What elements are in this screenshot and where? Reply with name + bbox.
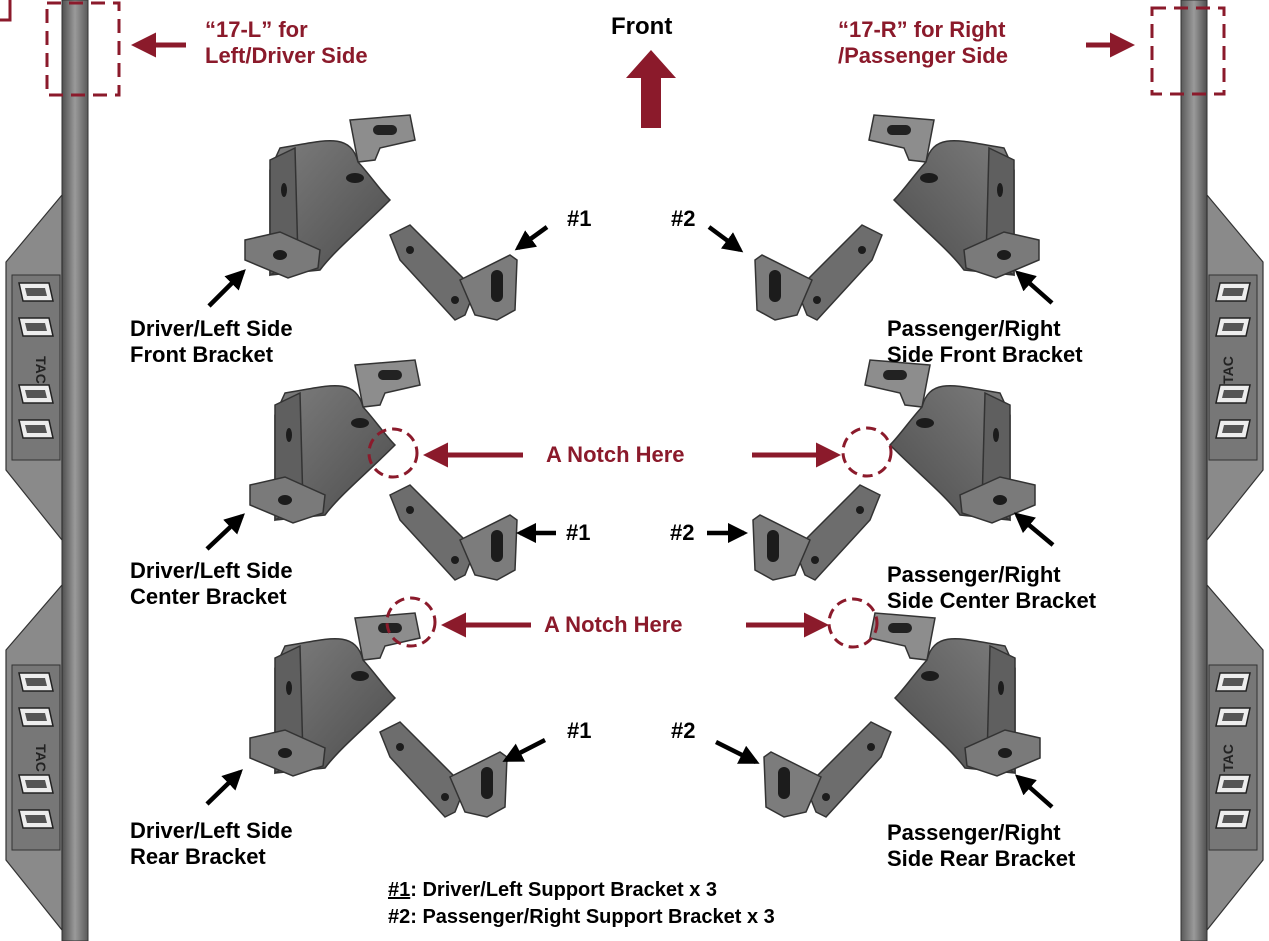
support-number-label: #1 xyxy=(567,206,592,231)
pointer-arrow xyxy=(1013,512,1055,547)
support-bracket-2-row1 xyxy=(754,224,883,321)
passenger-right-rear-label: Passenger/Right Side Rear Bracket xyxy=(887,820,1076,871)
passenger-right-center-bracket xyxy=(864,359,1036,524)
passenger-right-rear-bracket xyxy=(869,612,1041,777)
rail-logo: TAC xyxy=(1220,356,1236,384)
front-label: Front xyxy=(611,13,673,40)
rail-logo: TAC xyxy=(1220,744,1236,772)
support-bracket-2-row3 xyxy=(763,721,892,818)
support-number-label: #2 xyxy=(671,718,696,743)
notch-circle-left-rear xyxy=(385,596,437,648)
notch-label-center: A Notch Here xyxy=(546,442,685,467)
legend-line-1: #1: Driver/Left Support Bracket x 3 xyxy=(388,879,717,901)
support-number-label: #2 xyxy=(670,520,695,545)
svg-text:TAC: TAC xyxy=(33,744,49,772)
support-number-label: #1 xyxy=(566,520,591,545)
svg-text:TAC: TAC xyxy=(33,356,49,384)
pointer-arrow xyxy=(1014,774,1054,809)
driver-left-rear-label: Driver/Left Side Rear Bracket xyxy=(130,818,293,869)
parts-legend: #1: Driver/Left Support Bracket x 3 #2: … xyxy=(388,877,775,931)
pointer-arrow xyxy=(707,225,744,253)
svg-text:TAC: TAC xyxy=(1220,744,1236,772)
pointer-arrow xyxy=(205,769,243,806)
left-tag-box xyxy=(45,1,121,97)
notch-circle-left-center xyxy=(367,427,419,479)
right-running-board xyxy=(1180,0,1264,941)
rail-logo: TAC xyxy=(33,744,49,772)
notch-label-rear: A Notch Here xyxy=(544,612,683,637)
notch-circle-right-center xyxy=(841,426,893,478)
driver-left-front-bracket xyxy=(244,114,416,279)
pointer-arrow xyxy=(207,269,246,308)
left-tag-label: “17-L” for Left/Driver Side xyxy=(205,17,368,68)
driver-left-front-label: Driver/Left Side Front Bracket xyxy=(130,316,293,367)
passenger-right-front-bracket xyxy=(868,114,1040,279)
pointer-arrow xyxy=(514,225,549,251)
front-arrow xyxy=(626,50,676,128)
notch-circle-right-rear xyxy=(827,597,879,649)
support-bracket-1-row3 xyxy=(379,721,508,818)
passenger-right-front-label: Passenger/Right Side Front Bracket xyxy=(887,316,1083,367)
pointer-arrow xyxy=(205,513,245,551)
legend-line-2: #2: Passenger/Right Support Bracket x 3 xyxy=(388,906,775,928)
support-bracket-1-row2 xyxy=(389,484,518,581)
support-bracket-1-row1 xyxy=(389,224,518,321)
pointer-arrow xyxy=(502,737,547,763)
pointer-arrow xyxy=(714,739,760,765)
rail-logo: TAC xyxy=(33,356,49,384)
right-tag-label: “17-R” for Right /Passenger Side xyxy=(838,17,1008,68)
svg-text:TAC: TAC xyxy=(1220,356,1236,384)
passenger-right-center-label: Passenger/Right Side Center Bracket xyxy=(887,562,1097,613)
support-number-label: #1 xyxy=(567,718,592,743)
support-bracket-2-row2 xyxy=(752,484,881,581)
corner-mark xyxy=(0,0,12,22)
support-number-label: #2 xyxy=(671,206,696,231)
driver-left-center-label: Driver/Left Side Center Bracket xyxy=(130,558,293,609)
left-running-board: TAC TAC xyxy=(5,0,89,941)
pointer-arrow xyxy=(1014,270,1054,305)
right-tag-box xyxy=(1150,6,1226,96)
